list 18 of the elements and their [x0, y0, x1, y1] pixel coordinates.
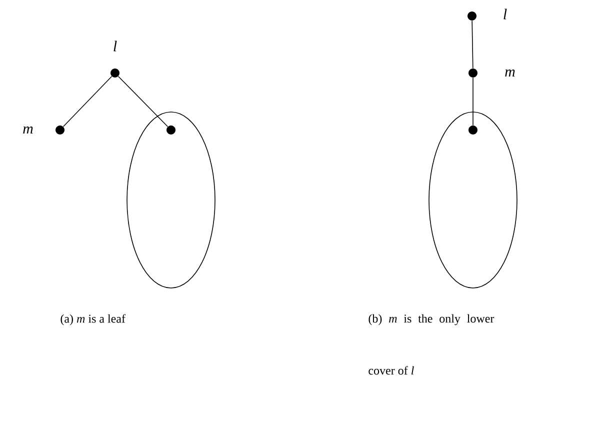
- connector-line: [472, 77, 474, 126]
- node-label: m: [23, 126, 33, 134]
- dot: [166, 126, 176, 134]
- node-label: l: [114, 40, 117, 52]
- dot: [468, 68, 478, 78]
- dot: [468, 12, 476, 20]
- dot: [56, 126, 64, 134]
- caption: (b) m is the only lower cover of l: [368, 314, 494, 375]
- connector-line: [118, 76, 168, 128]
- node-label: m: [505, 69, 515, 77]
- dot: [110, 68, 120, 78]
- caption: (a) m is a leaf: [60, 314, 126, 326]
- dot: [468, 126, 478, 134]
- ellipse-outline: [428, 112, 518, 288]
- ellipse-outline: [126, 112, 216, 288]
- connector-line: [472, 20, 474, 69]
- node-label: l: [504, 8, 507, 20]
- connector-line: [62, 76, 112, 128]
